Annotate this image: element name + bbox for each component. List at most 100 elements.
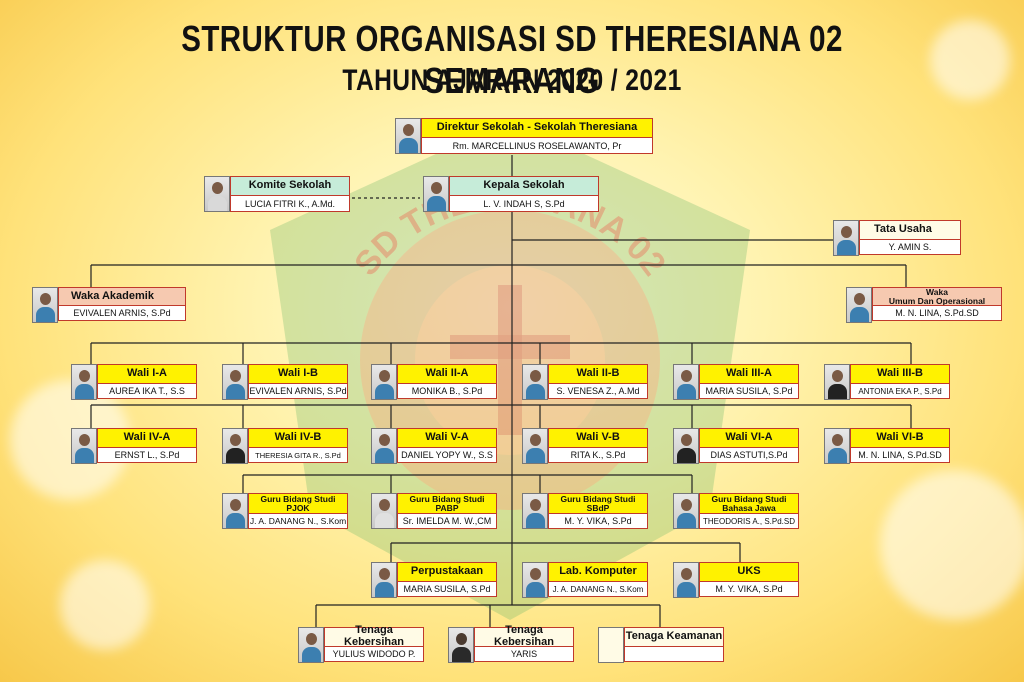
photo-waka-umum — [846, 287, 872, 323]
node-uks: UKS M. Y. VIKA, S.Pd — [673, 562, 799, 598]
role-guru-sbdp-line1: Guru Bidang Studi — [560, 493, 636, 504]
photo-wali-2b — [522, 364, 548, 400]
name-keamanan — [624, 646, 724, 662]
name-wali-1a: AUREA IKA T., S.S — [97, 383, 197, 399]
role-guru-sbdp: Guru Bidang Studi SBdP — [548, 493, 648, 513]
photo-kepala — [423, 176, 449, 212]
photo-guru-sbdp — [522, 493, 548, 529]
role-waka-akademik: Waka Akademik — [58, 287, 186, 305]
role-komite: Komite Sekolah — [230, 176, 350, 195]
name-wali-3a: MARIA SUSILA, S.Pd — [699, 383, 799, 399]
photo-wali-1a — [71, 364, 97, 400]
photo-perpustakaan — [371, 562, 397, 598]
node-tenaga-kebersihan-2: Tenaga Kebersihan YARIS — [448, 625, 574, 663]
photo-guru-pjok — [222, 493, 248, 529]
photo-wali-3a — [673, 364, 699, 400]
role-uks: UKS — [699, 562, 799, 581]
photo-keamanan-placeholder — [598, 627, 624, 663]
name-waka-umum: M. N. LINA, S.Pd.SD — [872, 305, 1002, 321]
role-wali-6b: Wali VI-B — [850, 428, 950, 447]
node-wali-3b: Wali III-B ANTONIA EKA P., S.Pd — [824, 364, 950, 400]
name-guru-bahasa-jawa: THEODORIS A., S.Pd.SD — [699, 513, 799, 529]
photo-kebersihan-1 — [298, 627, 324, 663]
name-tata-usaha: Y. AMIN S. — [859, 239, 961, 255]
node-tenaga-kebersihan-1: Tenaga Kebersihan YULIUS WIDODO P. — [298, 625, 424, 663]
role-guru-pabp: Guru Bidang Studi PABP — [397, 493, 497, 513]
role-wali-5b: Wali V-B — [548, 428, 648, 447]
node-lab-komputer: Lab. Komputer J. A. DANANG N., S.Kom — [522, 562, 648, 598]
role-wali-2a: Wali II-A — [397, 364, 497, 383]
node-guru-pjok: Guru Bidang Studi PJOK J. A. DANANG N., … — [222, 493, 348, 529]
role-wali-3b: Wali III-B — [850, 364, 950, 383]
name-wali-4a: ERNST L., S.Pd — [97, 447, 197, 463]
photo-wali-6b — [824, 428, 850, 464]
role-wali-4b: Wali IV-B — [248, 428, 348, 447]
node-wali-2a: Wali II-A MONIKA B., S.Pd — [371, 364, 497, 400]
role-direktur: Direktur Sekolah - Sekolah Theresiana — [421, 118, 653, 137]
photo-wali-5a — [371, 428, 397, 464]
node-direktur: Direktur Sekolah - Sekolah Theresiana Rm… — [395, 118, 653, 154]
node-wali-6a: Wali VI-A DIAS ASTUTI,S.Pd — [673, 428, 799, 464]
photo-wali-4a — [71, 428, 97, 464]
role-keamanan: Tenaga Keamanan — [624, 627, 724, 646]
node-wali-5a: Wali V-A DANIEL YOPY W., S.S — [371, 428, 497, 464]
role-guru-bahasa-jawa: Guru Bidang Studi Bahasa Jawa — [699, 493, 799, 513]
bokeh-light — [930, 20, 1010, 100]
node-komite-sekolah: Komite Sekolah LUCIA FITRI K., A.Md. — [204, 176, 350, 212]
name-guru-pabp: Sr. IMELDA M. W.,CM — [397, 513, 497, 529]
node-wali-5b: Wali V-B RITA K., S.Pd — [522, 428, 648, 464]
chart-subtitle: TAHUN AJARAN 2020 / 2021 — [342, 64, 682, 97]
photo-wali-1b — [222, 364, 248, 400]
node-tata-usaha: Tata Usaha Y. AMIN S. — [833, 220, 961, 256]
role-waka-umum-line2: Umum Dan Operasional — [888, 295, 986, 306]
name-wali-1b: EVIVALEN ARNIS, S.Pd — [248, 383, 348, 399]
name-wali-4b: THERESIA GITA R., S.Pd — [248, 447, 348, 463]
name-wali-5b: RITA K., S.Pd — [548, 447, 648, 463]
role-guru-sbdp-line2: SBdP — [586, 502, 610, 513]
role-guru-jawa-line1: Guru Bidang Studi — [711, 493, 787, 504]
node-wali-1a: Wali I-A AUREA IKA T., S.S — [71, 364, 197, 400]
role-lab-komputer: Lab. Komputer — [548, 562, 648, 581]
node-wali-1b: Wali I-B EVIVALEN ARNIS, S.Pd — [222, 364, 348, 400]
node-guru-sbdp: Guru Bidang Studi SBdP M. Y. VIKA, S.Pd — [522, 493, 648, 529]
role-guru-pjok: Guru Bidang Studi PJOK — [248, 493, 348, 513]
node-kepala-sekolah: Kepala Sekolah L. V. INDAH S, S.Pd — [423, 176, 599, 212]
name-wali-2a: MONIKA B., S.Pd — [397, 383, 497, 399]
photo-kebersihan-2 — [448, 627, 474, 663]
node-wali-2b: Wali II-B S. VENESA Z., A.Md — [522, 364, 648, 400]
role-wali-3a: Wali III-A — [699, 364, 799, 383]
name-direktur: Rm. MARCELLINUS ROSELAWANTO, Pr — [421, 137, 653, 154]
photo-direktur — [395, 118, 421, 154]
photo-wali-4b — [222, 428, 248, 464]
node-tenaga-keamanan: Tenaga Keamanan — [598, 627, 724, 663]
role-wali-5a: Wali V-A — [397, 428, 497, 447]
role-waka-umum-line1: Waka — [926, 286, 948, 297]
photo-wali-2a — [371, 364, 397, 400]
name-komite: LUCIA FITRI K., A.Md. — [230, 195, 350, 212]
photo-komite — [204, 176, 230, 212]
node-wali-4b: Wali IV-B THERESIA GITA R., S.Pd — [222, 428, 348, 464]
node-perpustakaan: Perpustakaan MARIA SUSILA, S.Pd — [371, 562, 497, 598]
name-perpustakaan: MARIA SUSILA, S.Pd — [397, 581, 497, 597]
node-waka-akademik: Waka Akademik EVIVALEN ARNIS, S.Pd — [32, 287, 186, 323]
name-guru-pjok: J. A. DANANG N., S.Kom — [248, 513, 348, 529]
node-guru-pabp: Guru Bidang Studi PABP Sr. IMELDA M. W.,… — [371, 493, 497, 529]
node-wali-6b: Wali VI-B M. N. LINA, S.Pd.SD — [824, 428, 950, 464]
name-wali-2b: S. VENESA Z., A.Md — [548, 383, 648, 399]
name-guru-sbdp: M. Y. VIKA, S.Pd — [548, 513, 648, 529]
name-kebersihan-2: YARIS — [474, 646, 574, 662]
role-wali-1a: Wali I-A — [97, 364, 197, 383]
role-wali-1b: Wali I-B — [248, 364, 348, 383]
photo-guru-bahasa-jawa — [673, 493, 699, 529]
node-guru-bahasa-jawa: Guru Bidang Studi Bahasa Jawa THEODORIS … — [673, 493, 799, 529]
name-wali-3b: ANTONIA EKA P., S.Pd — [850, 383, 950, 399]
name-kebersihan-1: YULIUS WIDODO P. — [324, 646, 424, 662]
node-wali-3a: Wali III-A MARIA SUSILA, S.Pd — [673, 364, 799, 400]
role-kepala: Kepala Sekolah — [449, 176, 599, 195]
role-wali-4a: Wali IV-A — [97, 428, 197, 447]
role-guru-pabp-line1: Guru Bidang Studi — [409, 493, 485, 504]
name-waka-akademik: EVIVALEN ARNIS, S.Pd — [58, 305, 186, 321]
role-tata-usaha: Tata Usaha — [859, 220, 961, 239]
